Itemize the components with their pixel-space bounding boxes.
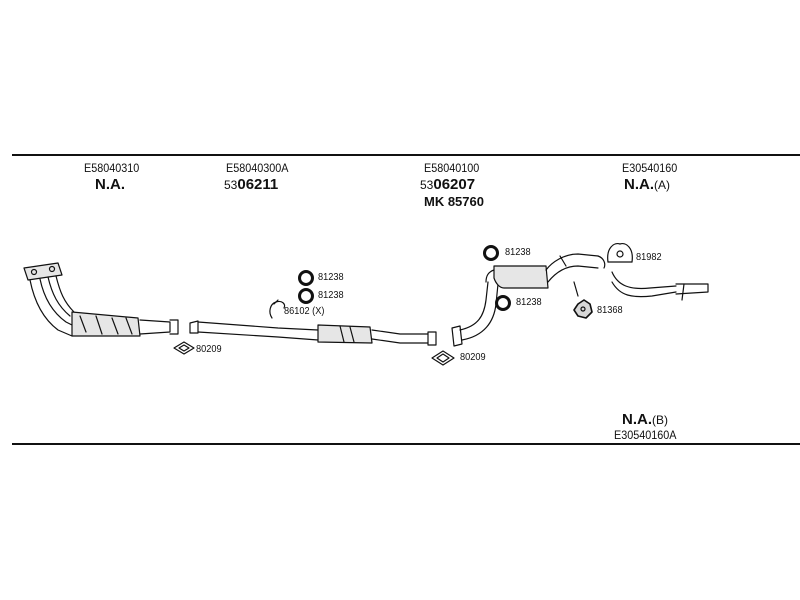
column-4-status-line: N.A.(A) (624, 177, 670, 193)
hanger-86102-icon (269, 299, 286, 319)
label-clamp-mid-top: 81238 (318, 272, 344, 283)
rear-section-silencer (451, 253, 606, 347)
front-manifold-pipe (23, 262, 179, 337)
footer-code: E30540160A (614, 428, 677, 442)
rubber-mount-81368-icon (573, 299, 593, 319)
column-1-code: E58040310 (84, 161, 140, 175)
label-mount-rear: 81368 (597, 305, 623, 316)
column-1-status: N.A. (95, 176, 125, 193)
label-hanger-tail: 81982 (636, 252, 662, 263)
gasket-rear-icon (431, 350, 455, 366)
label-clamp-rear-top: 81238 (505, 247, 531, 258)
column-2-part-number: 5306211 (224, 177, 278, 193)
bottom-divider (12, 443, 800, 445)
clamp-rear-bottom-icon (495, 295, 511, 311)
column-4-status: N.A. (624, 176, 654, 193)
column-3-code: E58040100 (424, 161, 480, 175)
column-4-code: E30540160 (622, 161, 678, 175)
column-2-number-main: 06211 (237, 176, 279, 193)
label-hanger-mid: 86102 (X) (284, 306, 325, 317)
gasket-front-icon (173, 341, 195, 355)
clamp-mid-bottom-icon (298, 288, 314, 304)
label-gasket-rear: 80209 (460, 352, 486, 363)
tail-pipe (611, 271, 709, 301)
top-divider (12, 154, 800, 156)
clamp-mid-top-icon (298, 270, 314, 286)
footer-status-line: N.A.(B) (622, 412, 668, 428)
column-2-number-prefix: 53 (224, 178, 238, 192)
footer-status: N.A. (622, 411, 652, 428)
label-clamp-mid-bottom: 81238 (318, 290, 344, 301)
column-4-variant: (A) (654, 178, 670, 192)
hanger-81982-icon (607, 243, 633, 263)
label-clamp-rear-bottom: 81238 (516, 297, 542, 308)
column-3-number-main: 06207 (433, 176, 476, 193)
clamp-rear-top-icon (483, 245, 499, 261)
column-2-code: E58040300A (226, 161, 289, 175)
column-3-part-number: 5306207 (420, 177, 475, 193)
label-gasket-front: 80209 (196, 344, 222, 355)
column-3-kit: MK 85760 (424, 194, 484, 209)
column-3-number-prefix: 53 (420, 178, 434, 192)
middle-pipe-silencer (189, 320, 437, 346)
footer-variant: (B) (652, 413, 668, 427)
